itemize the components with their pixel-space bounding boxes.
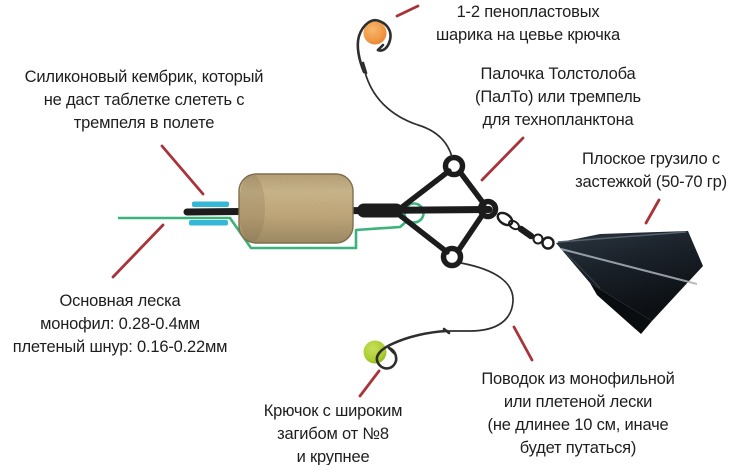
annotation-line-silicone bbox=[160, 144, 205, 196]
annotation-line-mainline bbox=[111, 223, 165, 279]
label-silicone-tube: Силиконовый кембрик, который не даст таб… bbox=[24, 68, 264, 132]
tremple-frame bbox=[394, 154, 499, 269]
annotation-line-leader bbox=[512, 325, 534, 362]
label-foam-balls: 1-2 пенопластовых шарика на цевье крючка bbox=[436, 3, 620, 44]
label-palto: Палочка Толстолоба (ПалТо) или тремпель … bbox=[475, 65, 641, 129]
swivel-snap bbox=[496, 211, 555, 250]
frame-right-ring bbox=[477, 198, 499, 220]
label-sinker: Плоское грузило с застежкой (50-70 гр) bbox=[575, 150, 727, 191]
bait-ball bbox=[363, 340, 387, 364]
label-main-line: Основная леска монофил: 0.28-0.4мм плете… bbox=[12, 292, 228, 356]
frame-bottom-ring bbox=[440, 245, 464, 269]
frame-top-ring bbox=[442, 154, 466, 178]
technoplankton-tablet bbox=[238, 173, 354, 244]
annotation-line-sinker bbox=[644, 198, 661, 225]
top-leader-line bbox=[361, 61, 453, 158]
bottom-hook bbox=[375, 327, 451, 370]
flat-sinker bbox=[556, 231, 703, 334]
annotation-line-hook bbox=[358, 369, 381, 398]
bottom-leader-line bbox=[447, 262, 514, 332]
top-hook bbox=[356, 18, 392, 74]
foam-ball bbox=[363, 21, 387, 45]
silicone-tubes bbox=[189, 201, 229, 226]
label-leader: Поводок из монофильной или плетеной леск… bbox=[481, 370, 675, 457]
annotation-line-palto bbox=[480, 136, 525, 182]
annotation-line-foam bbox=[395, 4, 420, 18]
annotation-lines bbox=[111, 4, 661, 398]
label-hook: Крючок с широким загибом от №8 и крупнее bbox=[263, 402, 403, 465]
